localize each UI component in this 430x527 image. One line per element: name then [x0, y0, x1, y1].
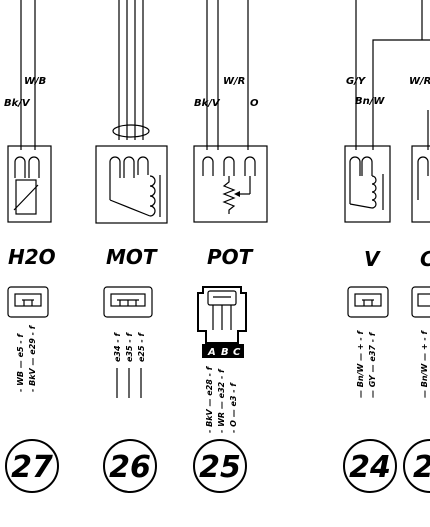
component-v: G/Y Bn/W W/R V — Bn/W — + - f — GY — e37…	[343, 0, 430, 493]
pot-pin-letter-a: A	[207, 347, 216, 358]
badge-partial	[403, 439, 430, 493]
pot-pin-3: - O — e3 - f	[229, 382, 238, 433]
badge-26	[103, 439, 157, 493]
thermistor-symbol	[15, 179, 37, 215]
pot-pin-letter-c: C	[233, 347, 241, 358]
v-pin-1: — Bn/W — + - f	[356, 330, 365, 398]
pot-connector-outline	[197, 286, 247, 344]
wire-label-o: O	[250, 98, 259, 109]
component-number-partial: 2	[413, 450, 430, 485]
pot-pin-letter-b: B	[221, 347, 229, 358]
pot-potentiometer-box	[193, 145, 268, 223]
mot-pin-3: e25 - f	[137, 332, 146, 362]
wire-label-bnw: Bn/W	[355, 96, 385, 107]
wire-label-bkv-pot: Bk/V	[194, 98, 221, 109]
pot-pin-1: - BkV — e28 - f	[205, 365, 214, 433]
wire-label-gy: G/Y	[346, 76, 367, 87]
component-number-25: 25	[199, 450, 241, 485]
mot-motor-box	[95, 145, 168, 224]
component-mot: MOT e34 - f e35 - f e25 - f 26	[95, 0, 168, 493]
component-name-h2o: H2O	[8, 245, 56, 269]
h2o-pin-1: - WB — e5 - f	[16, 333, 25, 392]
component-number-27: 27	[11, 450, 53, 485]
wire-label-bkv: Bk/V	[4, 98, 31, 109]
pot-pin-2: - WR — e32 - f	[217, 368, 226, 433]
h2o-connector	[7, 286, 49, 318]
mot-pin-2: e35 - f	[125, 332, 134, 362]
component-partial: C — Bn/W — + - f 2	[403, 110, 430, 493]
component-pot: W/R Bk/V O POT A B C - BkV — e28 - f - W…	[193, 0, 268, 493]
mot-pin-1: e34 - f	[113, 332, 122, 362]
wire-label-wr: W/R	[223, 76, 245, 87]
h2o-sensor-box	[7, 145, 52, 223]
wire-label-wr-right: W/R	[409, 76, 430, 87]
mot-connector	[103, 286, 153, 318]
component-name-mot: MOT	[106, 245, 158, 269]
badge-27	[5, 439, 59, 493]
component-name-pot: POT	[207, 245, 254, 269]
component-name-partial: C	[420, 247, 430, 271]
shield-ellipse	[112, 124, 150, 138]
partial-pin-1: — Bn/W — + - f	[420, 330, 429, 398]
pot-connector-label-bar	[202, 344, 244, 358]
component-name-v: V	[364, 247, 381, 271]
wire-label-wb: W/B	[24, 76, 46, 87]
component-number-26: 26	[109, 450, 151, 485]
partial-connector	[411, 286, 430, 318]
h2o-pin-2: - BkV — e29 - f	[28, 324, 37, 392]
resistor-zigzag	[222, 176, 236, 214]
component-number-24: 24	[349, 450, 391, 485]
badge-24	[343, 439, 397, 493]
badge-25	[193, 439, 247, 493]
v-pin-2: — GY — e37 - f	[368, 331, 377, 398]
partial-component-box	[411, 145, 430, 223]
v-connector	[347, 286, 389, 318]
v-solenoid-box	[344, 145, 391, 223]
component-h2o: W/B Bk/V H2O - WB — e5 - f - BkV — e29 -…	[4, 0, 59, 493]
